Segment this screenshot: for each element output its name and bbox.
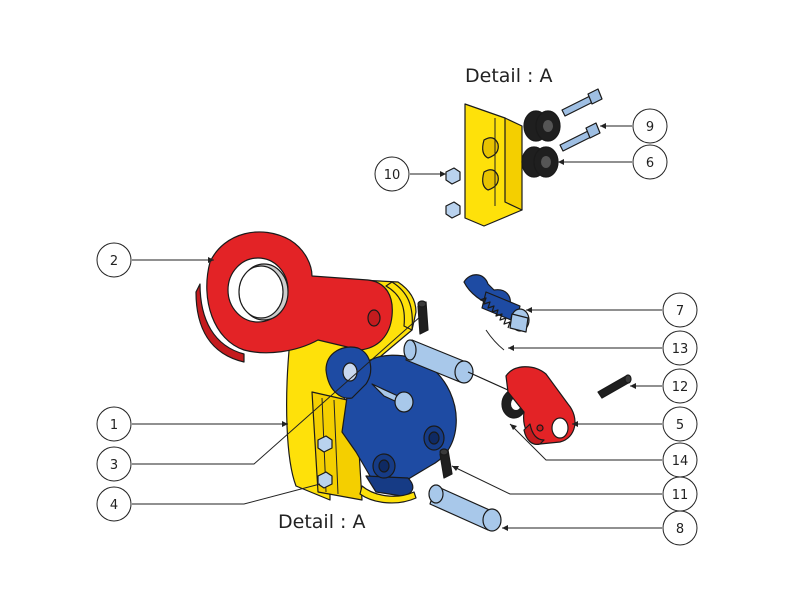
detail-a-reference: Detail : A bbox=[278, 511, 365, 533]
callout-1: 1 bbox=[96, 406, 132, 442]
red-lifting-eye bbox=[195, 231, 393, 363]
callout-13: 13 bbox=[662, 330, 698, 366]
svg-text:1: 1 bbox=[110, 418, 118, 433]
svg-text:7: 7 bbox=[676, 304, 684, 319]
nut-left-bottom bbox=[445, 201, 461, 219]
callout-4: 4 bbox=[96, 486, 132, 522]
callout-12: 12 bbox=[662, 368, 698, 404]
svg-text:11: 11 bbox=[672, 488, 689, 503]
callout-8: 8 bbox=[662, 510, 698, 546]
svg-text:9: 9 bbox=[646, 120, 654, 135]
detail-yellow-plate bbox=[464, 103, 523, 227]
callout-3: 3 bbox=[96, 446, 132, 482]
callout-7: 7 bbox=[662, 292, 698, 328]
bolt-bottom bbox=[559, 122, 601, 152]
tension-spring bbox=[479, 297, 511, 351]
bolt-top bbox=[561, 88, 603, 117]
long-pin-upper bbox=[403, 339, 474, 384]
blue-handle bbox=[463, 274, 530, 333]
svg-text:3: 3 bbox=[110, 458, 118, 473]
detail-a-title: Detail : A bbox=[465, 65, 552, 87]
callout-10: 10 bbox=[374, 156, 410, 192]
washer-stack-top bbox=[523, 110, 561, 142]
long-pin-lower bbox=[428, 484, 502, 532]
callout-9: 9 bbox=[632, 108, 668, 144]
callout-balloons: 1 2 3 4 5 6 7 8 bbox=[96, 108, 698, 546]
cam-pivot-pin bbox=[371, 383, 414, 413]
svg-text:8: 8 bbox=[676, 522, 684, 537]
blue-cam-body bbox=[325, 346, 457, 497]
svg-text:12: 12 bbox=[672, 380, 689, 395]
red-trigger-arm bbox=[505, 366, 576, 445]
callout-14: 14 bbox=[662, 442, 698, 478]
nut-left-top bbox=[445, 167, 461, 185]
detail-a-view: Detail : A bbox=[445, 65, 603, 227]
svg-text:10: 10 bbox=[384, 168, 401, 183]
washer-stack-bottom bbox=[521, 146, 559, 178]
callout-6: 6 bbox=[632, 144, 668, 180]
svg-text:13: 13 bbox=[672, 342, 689, 357]
main-assembly: Detail : A bbox=[195, 231, 632, 533]
svg-text:5: 5 bbox=[676, 418, 684, 433]
callout-5: 5 bbox=[662, 406, 698, 442]
callout-2: 2 bbox=[96, 242, 132, 278]
leader-lines bbox=[132, 123, 662, 531]
svg-text:2: 2 bbox=[110, 254, 118, 269]
svg-text:6: 6 bbox=[646, 156, 654, 171]
black-pin-12 bbox=[597, 374, 632, 399]
black-roll-pin-11 bbox=[439, 448, 453, 479]
callout-11: 11 bbox=[662, 476, 698, 512]
black-roll-pin-top bbox=[417, 300, 429, 335]
svg-text:4: 4 bbox=[110, 498, 118, 513]
svg-text:14: 14 bbox=[672, 454, 689, 469]
